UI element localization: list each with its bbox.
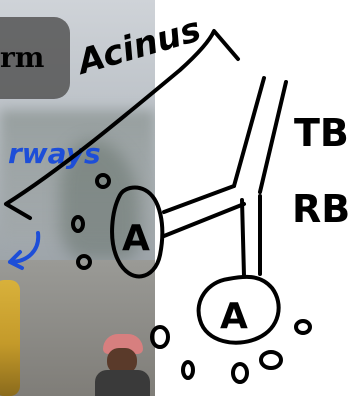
photo-left-figure (0, 280, 20, 396)
slide-term-label: rm (0, 41, 45, 74)
terminal-bronchiole-left-wall (232, 76, 266, 188)
tb-label: TB (294, 111, 349, 155)
small-alveoli-marks (71, 173, 312, 384)
slide-airways-label: rways (8, 137, 101, 170)
photo-person-body (95, 370, 150, 396)
rb-label: RB (292, 187, 350, 231)
blue-arrow-icon (8, 231, 41, 270)
background-photo (0, 0, 155, 396)
alveolus-a2-label: A (220, 296, 248, 337)
slide-label-box (0, 17, 70, 99)
respiratory-bronchiole-left-down-wall (240, 198, 246, 278)
acinus-bracket (4, 29, 240, 220)
photo-person (95, 330, 150, 396)
alveolus-a1-label: A (122, 218, 150, 259)
acinus-label: Acinus (71, 10, 206, 84)
photo-person-face (107, 348, 137, 374)
alveolus-circle-2 (196, 274, 281, 345)
respiratory-bronchiole-lower-wall (162, 202, 246, 238)
terminal-bronchiole-right-wall (258, 80, 288, 194)
respiratory-bronchiole-upper-wall (162, 184, 236, 214)
alveolus-circle-1 (110, 185, 165, 279)
